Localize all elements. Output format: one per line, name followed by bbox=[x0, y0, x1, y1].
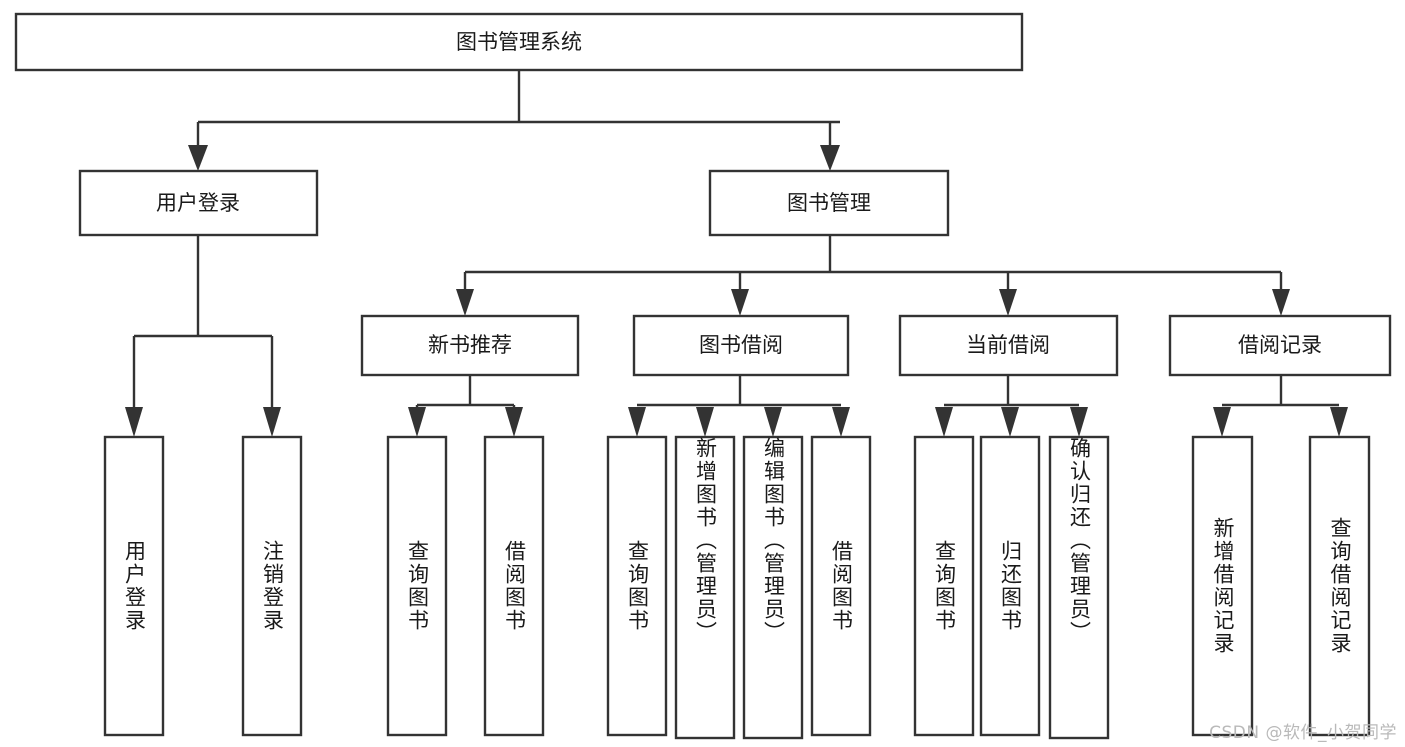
arrow-head-leaf-add-book bbox=[696, 407, 714, 437]
arrow-head-leaf-query-book-cur bbox=[935, 407, 953, 437]
node-borrow-record-box[interactable] bbox=[1168, 314, 1392, 377]
node-borrow-record[interactable]: 借阅记录 bbox=[1168, 314, 1392, 377]
node-current-borrow-box[interactable] bbox=[898, 314, 1119, 377]
connector-group-user-login bbox=[125, 235, 281, 437]
node-current-borrow[interactable]: 当前借阅 bbox=[898, 314, 1119, 377]
node-book-manage-box[interactable] bbox=[708, 169, 950, 237]
arrow-head-book-borrow bbox=[731, 289, 749, 316]
arrow-head-borrow-record bbox=[1272, 289, 1290, 316]
node-leaf-borrow-book-rec-box[interactable] bbox=[483, 435, 545, 737]
arrow-head-leaf-query-book bbox=[628, 407, 646, 437]
node-book-manage[interactable]: 图书管理 bbox=[708, 169, 950, 237]
node-leaf-add-book-box[interactable] bbox=[674, 435, 736, 740]
node-user-login[interactable]: 用户登录 bbox=[78, 169, 319, 237]
node-leaf-edit-book-box[interactable] bbox=[742, 435, 804, 740]
arrow-head-leaf-query-record bbox=[1330, 407, 1348, 437]
node-leaf-query-book-rec-box[interactable] bbox=[386, 435, 448, 737]
connector-group-new-book-rec bbox=[408, 375, 523, 437]
arrow-head-leaf-query-book-rec bbox=[408, 407, 426, 437]
node-new-book-rec-label: 新书推荐 bbox=[428, 333, 512, 357]
node-book-borrow-box[interactable] bbox=[632, 314, 850, 377]
leaf-boxes bbox=[103, 435, 1371, 740]
arrow-head-user-login bbox=[188, 145, 208, 171]
connector-group-book-borrow bbox=[628, 375, 850, 437]
node-root-label: 图书管理系统 bbox=[456, 30, 582, 54]
arrow-head-leaf-confirm-return bbox=[1070, 407, 1088, 437]
node-book-borrow-label: 图书借阅 bbox=[699, 333, 783, 357]
connector-group-root bbox=[188, 70, 840, 171]
arrow-head-leaf-edit-book bbox=[764, 407, 782, 437]
node-root[interactable]: 图书管理系统 bbox=[14, 12, 1024, 72]
connector-group-book-manage bbox=[456, 235, 1290, 316]
node-new-book-rec[interactable]: 新书推荐 bbox=[360, 314, 580, 377]
node-leaf-add-record-box[interactable] bbox=[1191, 435, 1254, 737]
node-leaf-user-login-box[interactable] bbox=[103, 435, 165, 737]
connector-group-borrow-record bbox=[1213, 375, 1348, 437]
arrow-head-leaf-return-book bbox=[1001, 407, 1019, 437]
arrow-head-current-borrow bbox=[999, 289, 1017, 316]
arrow-head-new-book-rec bbox=[456, 289, 474, 316]
node-borrow-record-label: 借阅记录 bbox=[1238, 333, 1322, 357]
csdn-watermark: CSDN @软件_小贺同学 bbox=[1209, 723, 1397, 743]
node-leaf-return-book-box[interactable] bbox=[979, 435, 1041, 737]
node-book-borrow[interactable]: 图书借阅 bbox=[632, 314, 850, 377]
arrow-head-leaf-user-logout bbox=[263, 407, 281, 437]
node-user-login-label: 用户登录 bbox=[156, 191, 240, 215]
node-leaf-confirm-return-box[interactable] bbox=[1048, 435, 1110, 740]
node-user-login-box[interactable] bbox=[78, 169, 319, 237]
arrow-head-leaf-borrow-book bbox=[832, 407, 850, 437]
arrow-head-leaf-user-login bbox=[125, 407, 143, 437]
node-leaf-borrow-book-box[interactable] bbox=[810, 435, 872, 737]
node-book-manage-label: 图书管理 bbox=[787, 191, 871, 215]
node-root-box[interactable] bbox=[14, 12, 1024, 72]
arrow-head-leaf-borrow-book-rec bbox=[505, 407, 523, 437]
node-leaf-query-book-box[interactable] bbox=[606, 435, 668, 737]
node-new-book-rec-box[interactable] bbox=[360, 314, 580, 377]
node-current-borrow-label: 当前借阅 bbox=[966, 333, 1050, 357]
arrow-head-leaf-add-record bbox=[1213, 407, 1231, 437]
connector-group-current-borrow bbox=[935, 375, 1088, 437]
arrow-head-book-manage bbox=[820, 145, 840, 171]
node-leaf-user-logout-box[interactable] bbox=[241, 435, 303, 737]
node-leaf-query-record-box[interactable] bbox=[1308, 435, 1371, 737]
node-leaf-query-book-cur-box[interactable] bbox=[913, 435, 975, 737]
